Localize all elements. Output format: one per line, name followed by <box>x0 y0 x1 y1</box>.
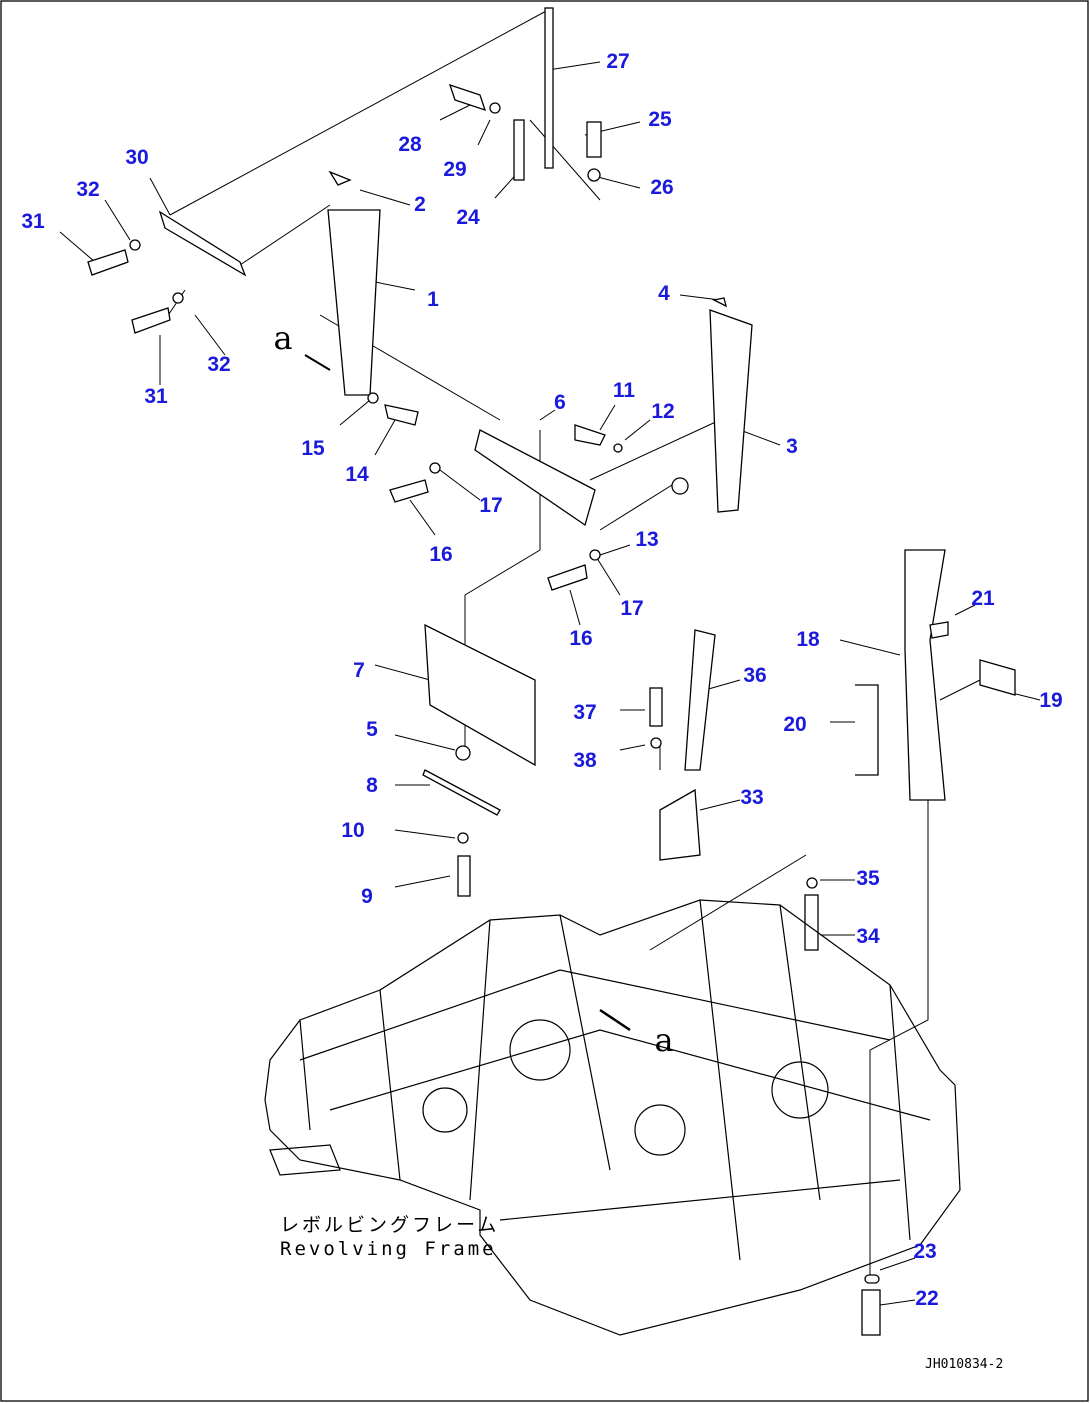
callout-16: 16 <box>429 543 453 566</box>
callout-22: 22 <box>915 1287 939 1310</box>
callout-32: 32 <box>76 178 100 201</box>
callout-17b: 17 <box>620 597 644 620</box>
drawing-code: JH010834-2 <box>925 1357 1004 1372</box>
callout-31: 31 <box>21 210 45 233</box>
callout-24: 24 <box>456 206 480 229</box>
callout-32b: 32 <box>207 353 231 376</box>
callout-30: 30 <box>125 146 149 169</box>
callout-13: 13 <box>635 528 659 551</box>
frame-label-jp: レボルビングフレーム <box>280 1214 500 1236</box>
callout-29: 29 <box>443 158 467 181</box>
callout-5: 5 <box>366 718 378 741</box>
callout-31b: 31 <box>144 385 168 408</box>
callout-16b: 16 <box>569 627 593 650</box>
callout-23: 23 <box>913 1240 937 1263</box>
leader-lines <box>59 9 1041 1306</box>
revolving-frame <box>264 899 961 1336</box>
frame-label-en: Revolving Frame <box>280 1238 497 1260</box>
view-marker-a: a <box>273 319 293 357</box>
callout-6: 6 <box>554 391 566 414</box>
callout-2: 2 <box>414 193 426 216</box>
callout-38: 38 <box>573 749 597 772</box>
callout-1: 1 <box>427 288 439 311</box>
callout-18: 18 <box>796 628 820 651</box>
callout-19: 19 <box>1039 689 1063 712</box>
callout-3: 3 <box>786 435 798 458</box>
callout-25: 25 <box>648 108 672 131</box>
callout-8: 8 <box>366 774 378 797</box>
callout-14: 14 <box>345 463 369 486</box>
callout-27: 27 <box>606 50 630 73</box>
callout-15: 15 <box>301 437 325 460</box>
callout-34: 34 <box>856 925 880 948</box>
callout-28: 28 <box>398 133 422 156</box>
callout-36: 36 <box>743 664 767 687</box>
callout-17: 17 <box>479 494 503 517</box>
callout-7: 7 <box>353 659 365 682</box>
callout-4: 4 <box>658 282 670 305</box>
callout-9: 9 <box>361 885 373 908</box>
callout-37: 37 <box>573 701 597 724</box>
callout-35: 35 <box>856 867 880 890</box>
view-marker-a-frame: a <box>654 1021 674 1059</box>
callout-26: 26 <box>650 176 674 199</box>
callout-12: 12 <box>651 400 675 423</box>
callout-11: 11 <box>612 379 636 402</box>
callout-33: 33 <box>740 786 764 809</box>
callout-20: 20 <box>783 713 807 736</box>
callout-21: 21 <box>971 587 995 610</box>
part-shapes <box>87 7 1016 1336</box>
callout-10: 10 <box>341 819 365 842</box>
